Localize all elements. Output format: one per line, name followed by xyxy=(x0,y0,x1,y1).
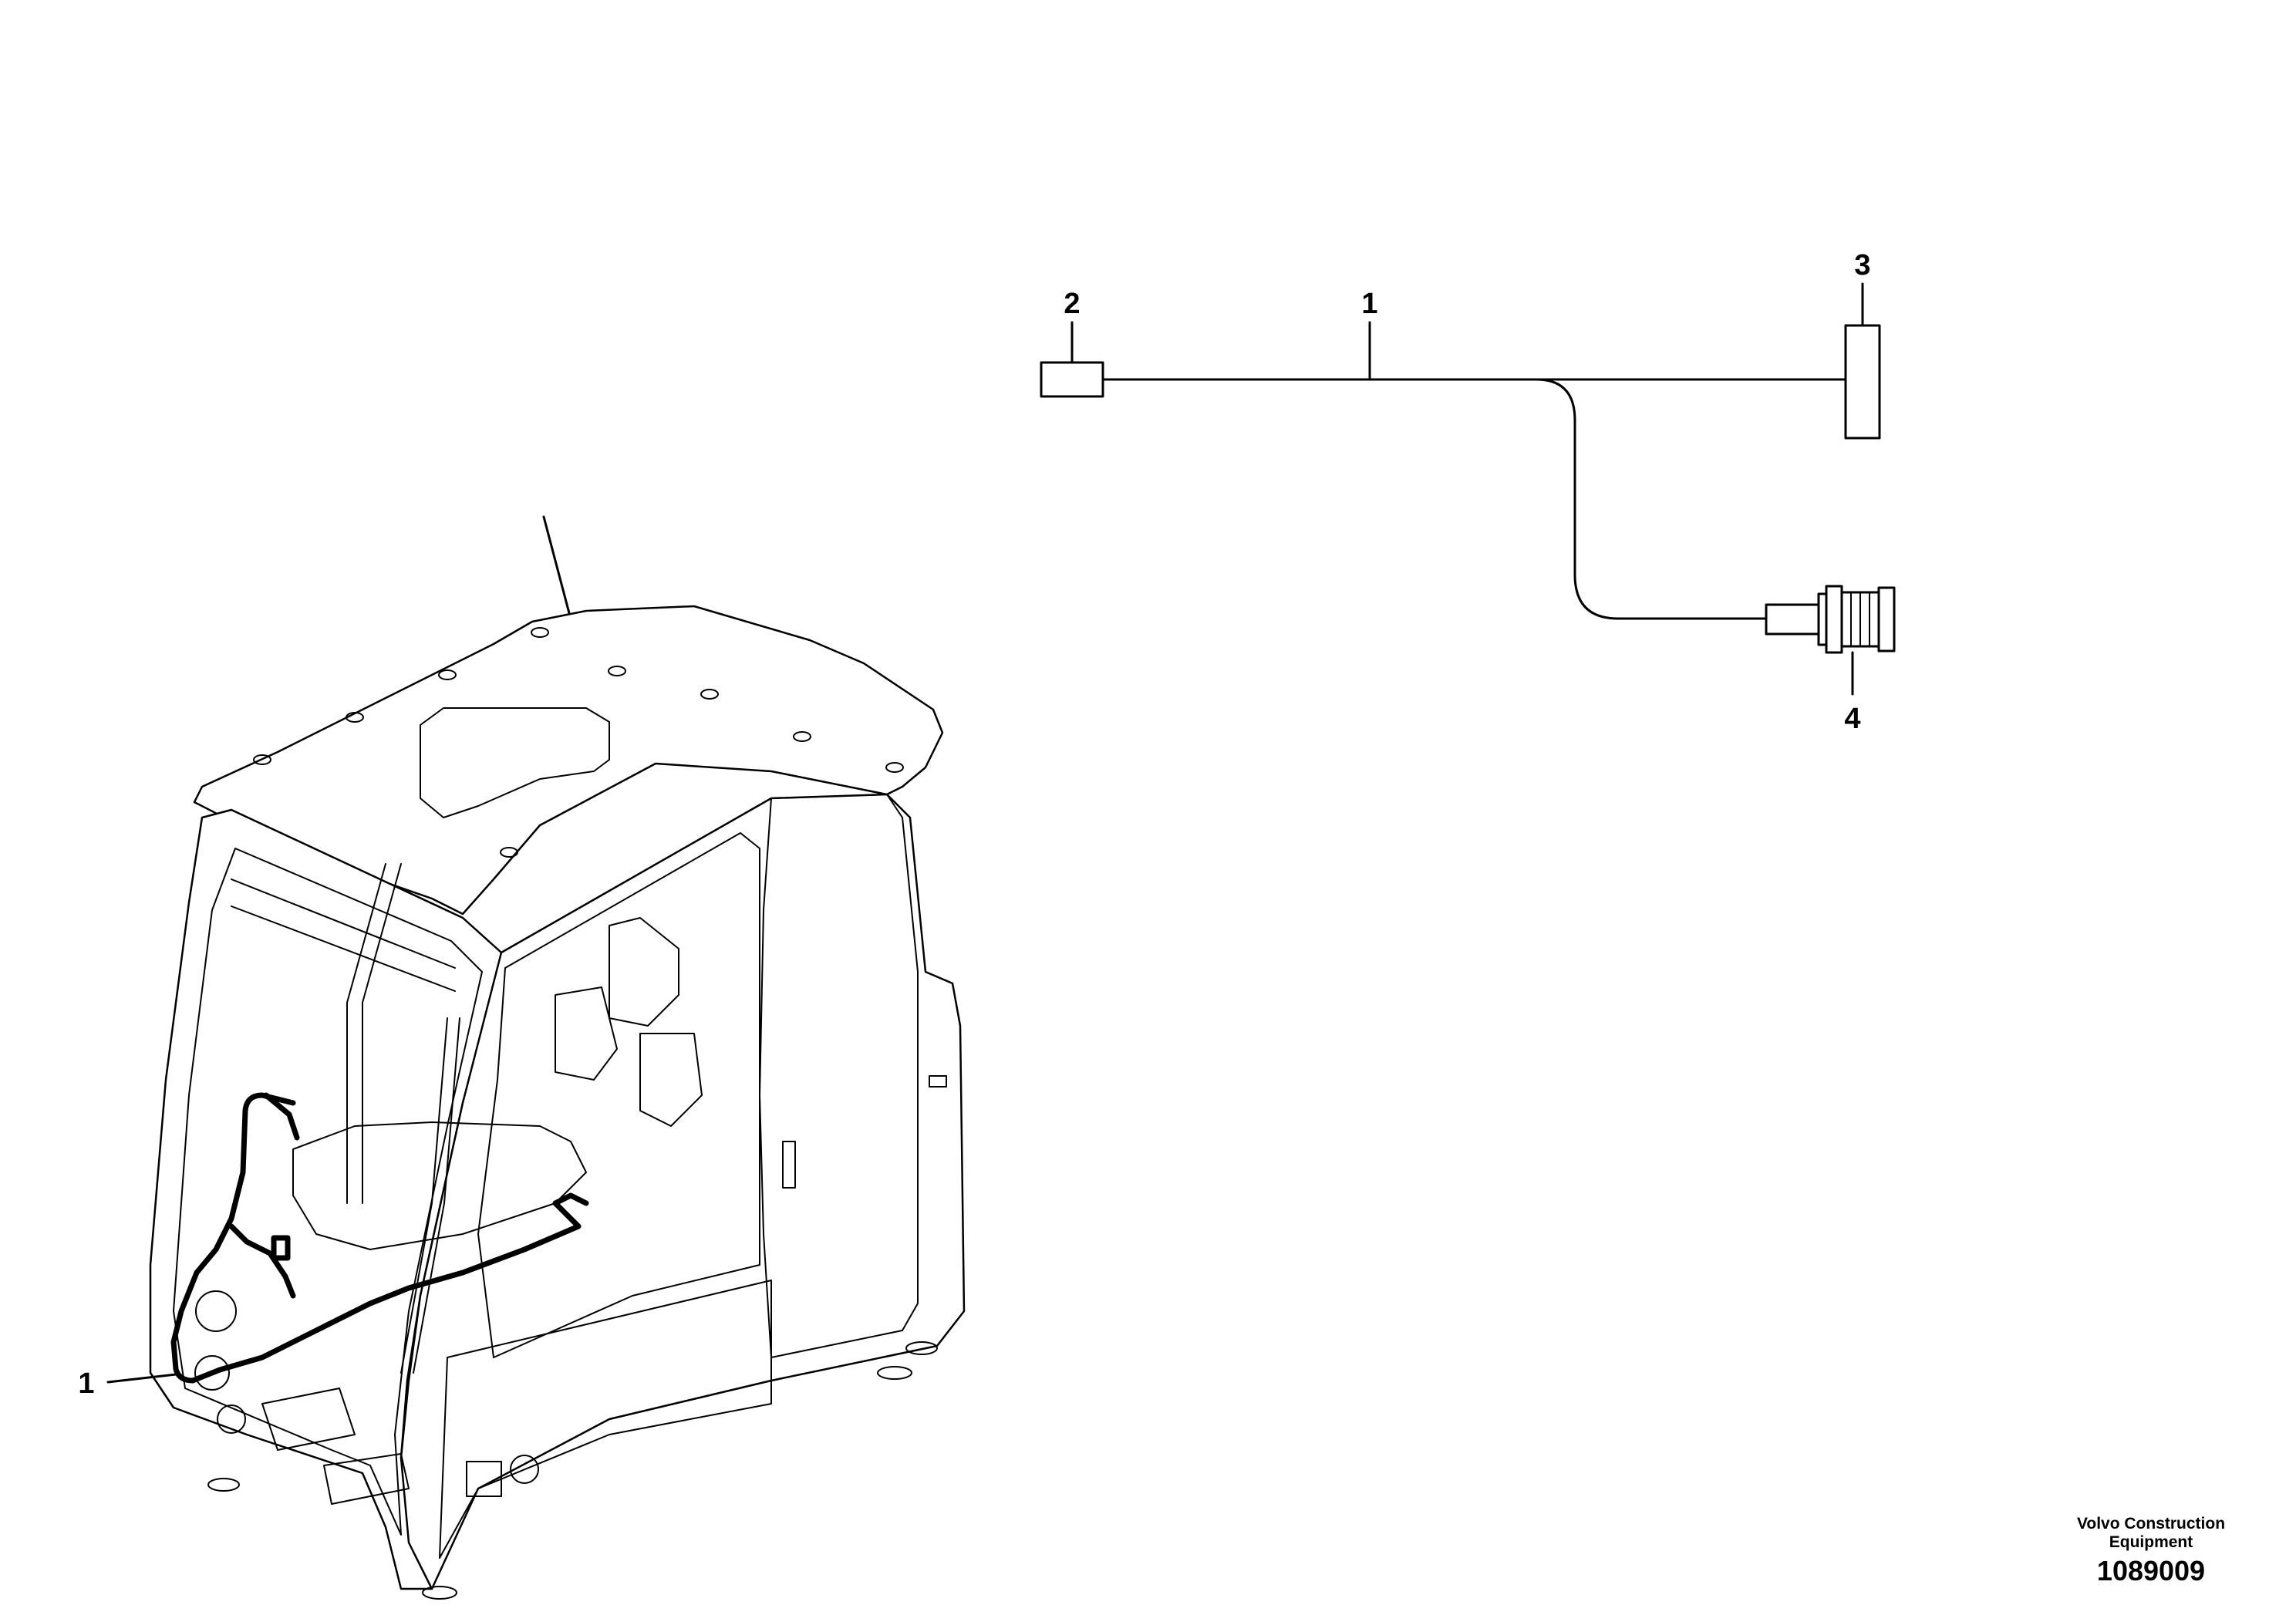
callout-4: 4 xyxy=(1844,703,1860,735)
cab-illustration: 1 xyxy=(78,515,966,1600)
antenna-icon xyxy=(542,515,571,615)
side-window xyxy=(477,832,760,1358)
harness-branch-line xyxy=(1101,378,1768,620)
callout-3: 3 xyxy=(1854,249,1870,282)
harness-schematic: 2 1 3 4 xyxy=(1040,249,1896,735)
harness-connector-icon xyxy=(271,1235,291,1261)
plug-4-icon xyxy=(1765,585,1896,654)
volvo-logo-icon xyxy=(510,1455,539,1484)
connector-3-box xyxy=(1844,324,1881,440)
wiper-arm-right xyxy=(400,1017,448,1374)
cab-roof xyxy=(193,605,944,916)
document-number: 1089009 xyxy=(2096,1555,2206,1587)
cab-feet xyxy=(207,1341,938,1600)
callout-2: 2 xyxy=(1064,288,1080,320)
wiper-arm-left xyxy=(362,863,402,1204)
callout-1-schematic: 1 xyxy=(1361,288,1377,320)
leader-1-cab xyxy=(106,1373,177,1384)
door-handle-icon xyxy=(782,1141,796,1189)
credit-line-2: Equipment xyxy=(2109,1533,2193,1551)
windshield-opening xyxy=(173,848,483,1536)
roof-hatch xyxy=(420,707,610,818)
cab-door xyxy=(759,794,919,1358)
credit-line-1: Volvo Construction xyxy=(2076,1515,2226,1533)
lower-side-panel xyxy=(439,1280,772,1559)
cab-side-body xyxy=(400,793,966,1590)
connector-2-box xyxy=(1040,361,1104,398)
cab-wiring-harness xyxy=(170,1092,589,1384)
operator-seat xyxy=(292,1121,587,1250)
callout-1-cab: 1 xyxy=(78,1367,94,1400)
roof-bolts xyxy=(253,627,904,858)
dash-gauges xyxy=(194,1290,246,1434)
